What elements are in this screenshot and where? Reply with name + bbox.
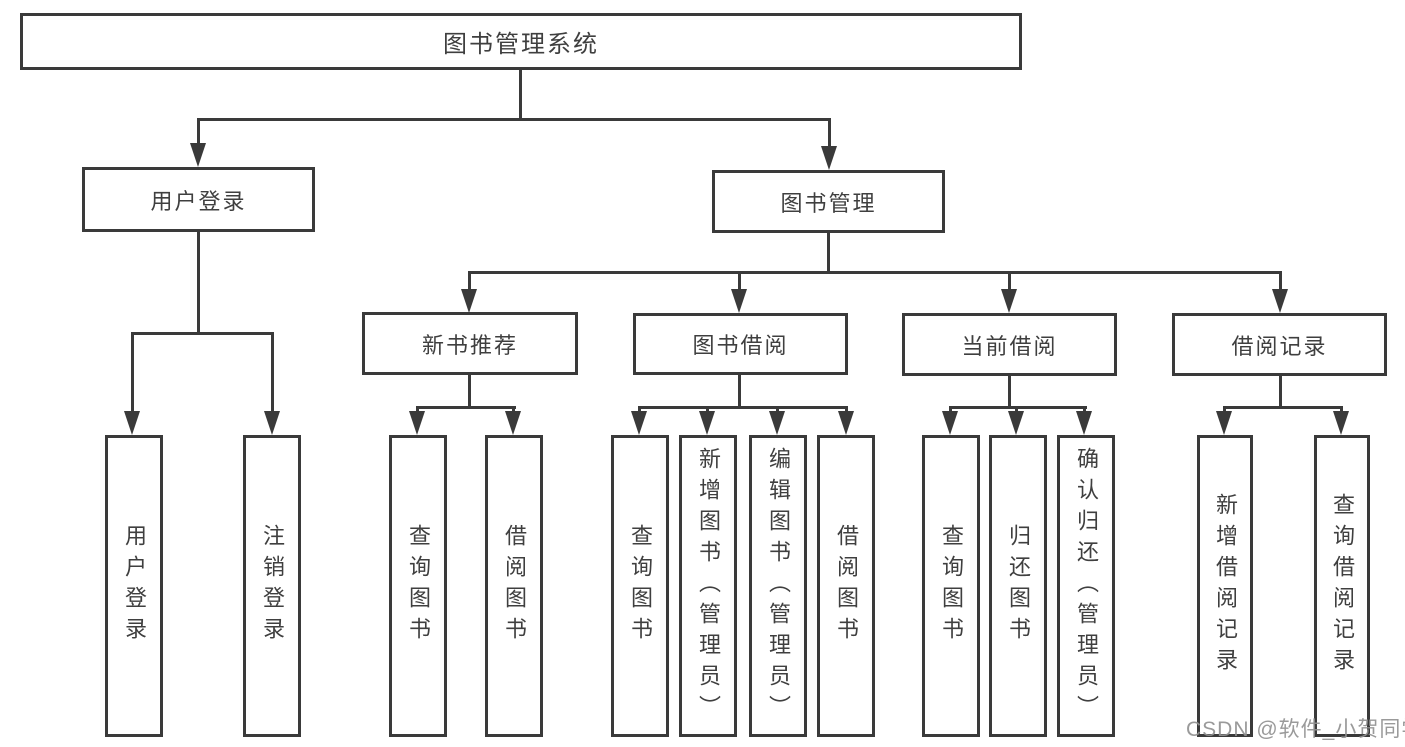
arrowhead-down-icon (190, 143, 206, 167)
connector-line (468, 375, 471, 409)
connector-line (638, 406, 848, 409)
leaf-add-borrow-record: 新增借阅记录 (1197, 435, 1253, 737)
connector-line (131, 332, 134, 415)
leaf-borrow-book-recommend: 借阅图书 (485, 435, 543, 737)
leaf-return-book: 归还图书 (989, 435, 1047, 737)
connector-line (638, 406, 641, 415)
node-book-management-label: 图书管理 (780, 190, 877, 216)
connector-line (197, 232, 200, 335)
arrowhead-down-icon (1001, 289, 1017, 313)
csdn-watermark: CSDN @软件_小贺同学 (1186, 718, 1405, 741)
node-root: 图书管理系统 (20, 13, 1022, 70)
connector-line (1223, 406, 1226, 415)
connector-line (271, 332, 274, 415)
arrowhead-down-icon (821, 146, 837, 170)
node-book-borrow: 图书借阅 (633, 313, 848, 375)
leaf-user-login: 用户登录 (105, 435, 163, 737)
connector-line (738, 375, 741, 409)
connector-line (828, 118, 831, 148)
leaf-query-book-current-label: 查询图书 (939, 524, 964, 648)
arrowhead-down-icon (769, 411, 785, 435)
leaf-borrow-book-label: 借阅图书 (834, 524, 859, 648)
leaf-edit-book-admin: 编辑图书（管理员） (749, 435, 807, 737)
connector-line (468, 271, 1282, 274)
connector-line (1223, 406, 1343, 409)
leaf-borrow-book-recommend-label: 借阅图书 (502, 524, 527, 648)
arrowhead-down-icon (1076, 411, 1092, 435)
node-book-management: 图书管理 (712, 170, 945, 233)
leaf-user-login-label: 用户登录 (122, 524, 147, 648)
node-root-label: 图书管理系统 (443, 31, 599, 58)
arrowhead-down-icon (461, 289, 477, 313)
connector-line (416, 406, 419, 415)
arrowhead-down-icon (1216, 411, 1232, 435)
leaf-query-book-borrow-label: 查询图书 (628, 524, 653, 648)
node-borrow-record: 借阅记录 (1172, 313, 1387, 376)
arrowhead-down-icon (838, 411, 854, 435)
connector-line (468, 271, 471, 293)
connector-line (706, 406, 709, 415)
node-book-borrow-label: 图书借阅 (692, 333, 789, 358)
leaf-borrow-book: 借阅图书 (817, 435, 875, 737)
node-current-borrow-label: 当前借阅 (961, 333, 1058, 359)
leaf-logout: 注销登录 (243, 435, 301, 737)
arrowhead-down-icon (699, 411, 715, 435)
connector-line (827, 233, 830, 273)
leaf-confirm-return-admin: 确认归还（管理员） (1057, 435, 1115, 737)
leaf-query-book-borrow: 查询图书 (611, 435, 669, 737)
connector-line (776, 406, 779, 415)
connector-line (512, 406, 515, 415)
arrowhead-down-icon (1272, 289, 1288, 313)
node-new-book-recommend-label: 新书推荐 (421, 332, 518, 358)
connector-line (845, 406, 848, 415)
leaf-query-book-recommend: 查询图书 (389, 435, 447, 737)
arrowhead-down-icon (942, 411, 958, 435)
node-new-book-recommend: 新书推荐 (362, 312, 578, 375)
connector-line (1340, 406, 1343, 415)
arrowhead-down-icon (124, 411, 140, 435)
leaf-confirm-return-admin-label: 确认归还（管理员） (1074, 446, 1099, 726)
connector-line (1008, 376, 1011, 409)
connector-line (197, 118, 200, 146)
connector-line (1083, 406, 1086, 415)
arrowhead-down-icon (1008, 411, 1024, 435)
connector-line (416, 406, 516, 409)
leaf-return-book-label: 归还图书 (1006, 524, 1031, 648)
arrowhead-down-icon (409, 411, 425, 435)
leaf-logout-label: 注销登录 (260, 524, 285, 648)
connector-line (949, 406, 1087, 409)
connector-line (1008, 271, 1011, 293)
node-user-login-label: 用户登录 (150, 188, 247, 214)
leaf-add-book-admin: 新增图书（管理员） (679, 435, 737, 737)
leaf-query-borrow-record-label: 查询借阅记录 (1330, 493, 1355, 679)
connector-line (738, 271, 741, 293)
arrowhead-down-icon (631, 411, 647, 435)
node-user-login: 用户登录 (82, 167, 315, 232)
leaf-query-borrow-record: 查询借阅记录 (1314, 435, 1370, 737)
connector-line (1279, 271, 1282, 293)
leaf-add-borrow-record-label: 新增借阅记录 (1213, 493, 1238, 679)
node-current-borrow: 当前借阅 (902, 313, 1117, 376)
connector-line (131, 332, 274, 335)
leaf-add-book-admin-label: 新增图书（管理员） (696, 446, 721, 726)
leaf-edit-book-admin-label: 编辑图书（管理员） (766, 446, 791, 726)
leaf-query-book-recommend-label: 查询图书 (406, 524, 431, 648)
arrowhead-down-icon (505, 411, 521, 435)
connector-line (197, 118, 831, 121)
arrowhead-down-icon (264, 411, 280, 435)
node-borrow-record-label: 借阅记录 (1231, 333, 1328, 359)
connector-line (1015, 406, 1018, 415)
connector-line (949, 406, 952, 415)
arrowhead-down-icon (1333, 411, 1349, 435)
leaf-query-book-current: 查询图书 (922, 435, 980, 737)
connector-line (1279, 376, 1282, 409)
arrowhead-down-icon (731, 289, 747, 313)
connector-line (519, 70, 522, 118)
